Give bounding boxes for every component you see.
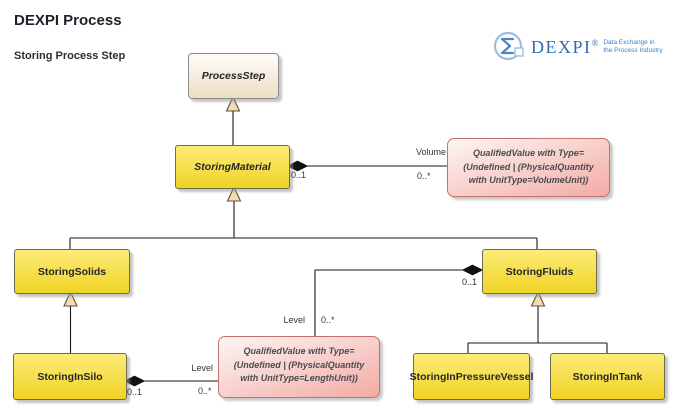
class-label: StoringInTank <box>572 370 643 383</box>
multiplicity-level-fluids-source: 0..1 <box>462 277 478 287</box>
note-text: QualifiedValue with Type=(Undefined | (P… <box>463 148 594 185</box>
class-label: StoringFluids <box>505 265 574 278</box>
logo-tagline: Data Exchange in the Process Industry <box>603 38 663 54</box>
dexpi-logo-icon <box>493 31 524 61</box>
page-title: DEXPI Process <box>14 12 122 29</box>
class-storing-fluids[interactable]: StoringFluids <box>482 249 597 294</box>
generalization-vessel-tank-storing-fluids <box>467 290 608 353</box>
dexpi-logo: DEXPI® Data Exchange in the Process Indu… <box>492 30 667 64</box>
multiplicity-level-silo-source: 0..1 <box>127 387 143 397</box>
class-storing-in-silo[interactable]: StoringInSilo <box>13 353 127 400</box>
multiplicity-level-silo-target: 0..* <box>198 386 212 396</box>
association-level-silo <box>123 375 218 387</box>
generalization-storing-material-process-step <box>225 95 241 145</box>
class-label: StoringMaterial <box>194 161 271 173</box>
class-label: StoringSolids <box>37 265 107 278</box>
note-level-qualified-value[interactable]: QualifiedValue with Type=(Undefined | (P… <box>218 336 380 398</box>
association-name-volume: Volume <box>415 147 446 157</box>
generalization-storing-in-silo-storing-solids <box>63 290 78 353</box>
association-level-fluids <box>314 264 484 336</box>
class-storing-in-pressure-vessel[interactable]: StoringInPressureVessel <box>410 353 533 400</box>
multiplicity-level-fluids-target: 0..* <box>321 315 335 325</box>
class-storing-material[interactable]: StoringMaterial <box>175 145 290 189</box>
logo-brand: DEXPI® <box>531 36 599 57</box>
page-subtitle: Storing Process Step <box>14 50 126 62</box>
registered-mark: ® <box>591 37 599 48</box>
class-label: StoringInSilo <box>37 370 103 383</box>
class-storing-solids[interactable]: StoringSolids <box>14 249 130 294</box>
association-volume <box>286 160 447 172</box>
association-name-level-fluids: Level <box>283 315 305 325</box>
class-label: StoringInPressureVessel <box>409 370 534 383</box>
note-volume-qualified-value[interactable]: QualifiedValue with Type=(Undefined | (P… <box>447 138 610 197</box>
class-storing-in-tank[interactable]: StoringInTank <box>550 353 665 400</box>
note-text: QualifiedValue with Type=(Undefined | (P… <box>233 346 365 383</box>
class-label: ProcessStep <box>201 70 266 82</box>
multiplicity-volume-target: 0..* <box>417 171 431 181</box>
association-name-level-silo: Level <box>191 363 213 373</box>
multiplicity-volume-source: 0..1 <box>291 170 307 180</box>
class-process-step[interactable]: ProcessStep <box>188 53 279 99</box>
